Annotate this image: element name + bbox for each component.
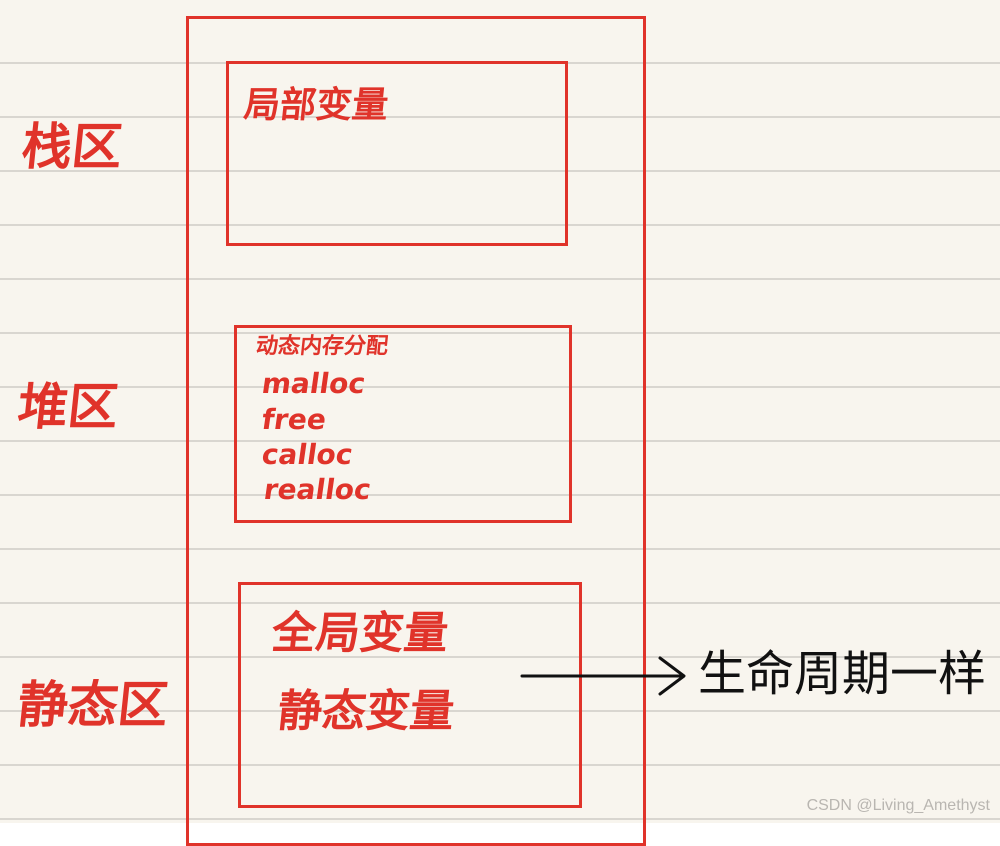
static-box-line: 全局变量: [269, 608, 451, 659]
static-box: [238, 582, 582, 808]
stack-region-label: 栈区: [18, 118, 126, 176]
stack-box-title: 局部变量: [241, 85, 391, 126]
arrow-right-icon: [520, 656, 686, 696]
heap-region-label: 堆区: [14, 378, 122, 436]
heap-function-item: malloc: [259, 367, 368, 400]
same-lifetime-note: 生命周期一样: [698, 646, 987, 702]
csdn-watermark: CSDN @Living_Amethyst: [806, 797, 990, 814]
heap-box-title: 动态内存分配: [254, 334, 390, 359]
heap-box: [234, 325, 572, 523]
heap-function-item: calloc: [259, 438, 355, 471]
static-region-label: 静态区: [14, 676, 172, 734]
static-box-line: 静态变量: [275, 686, 457, 737]
heap-function-item: free: [259, 403, 329, 436]
heap-function-item: realloc: [261, 473, 374, 506]
stack-box: [226, 61, 568, 246]
